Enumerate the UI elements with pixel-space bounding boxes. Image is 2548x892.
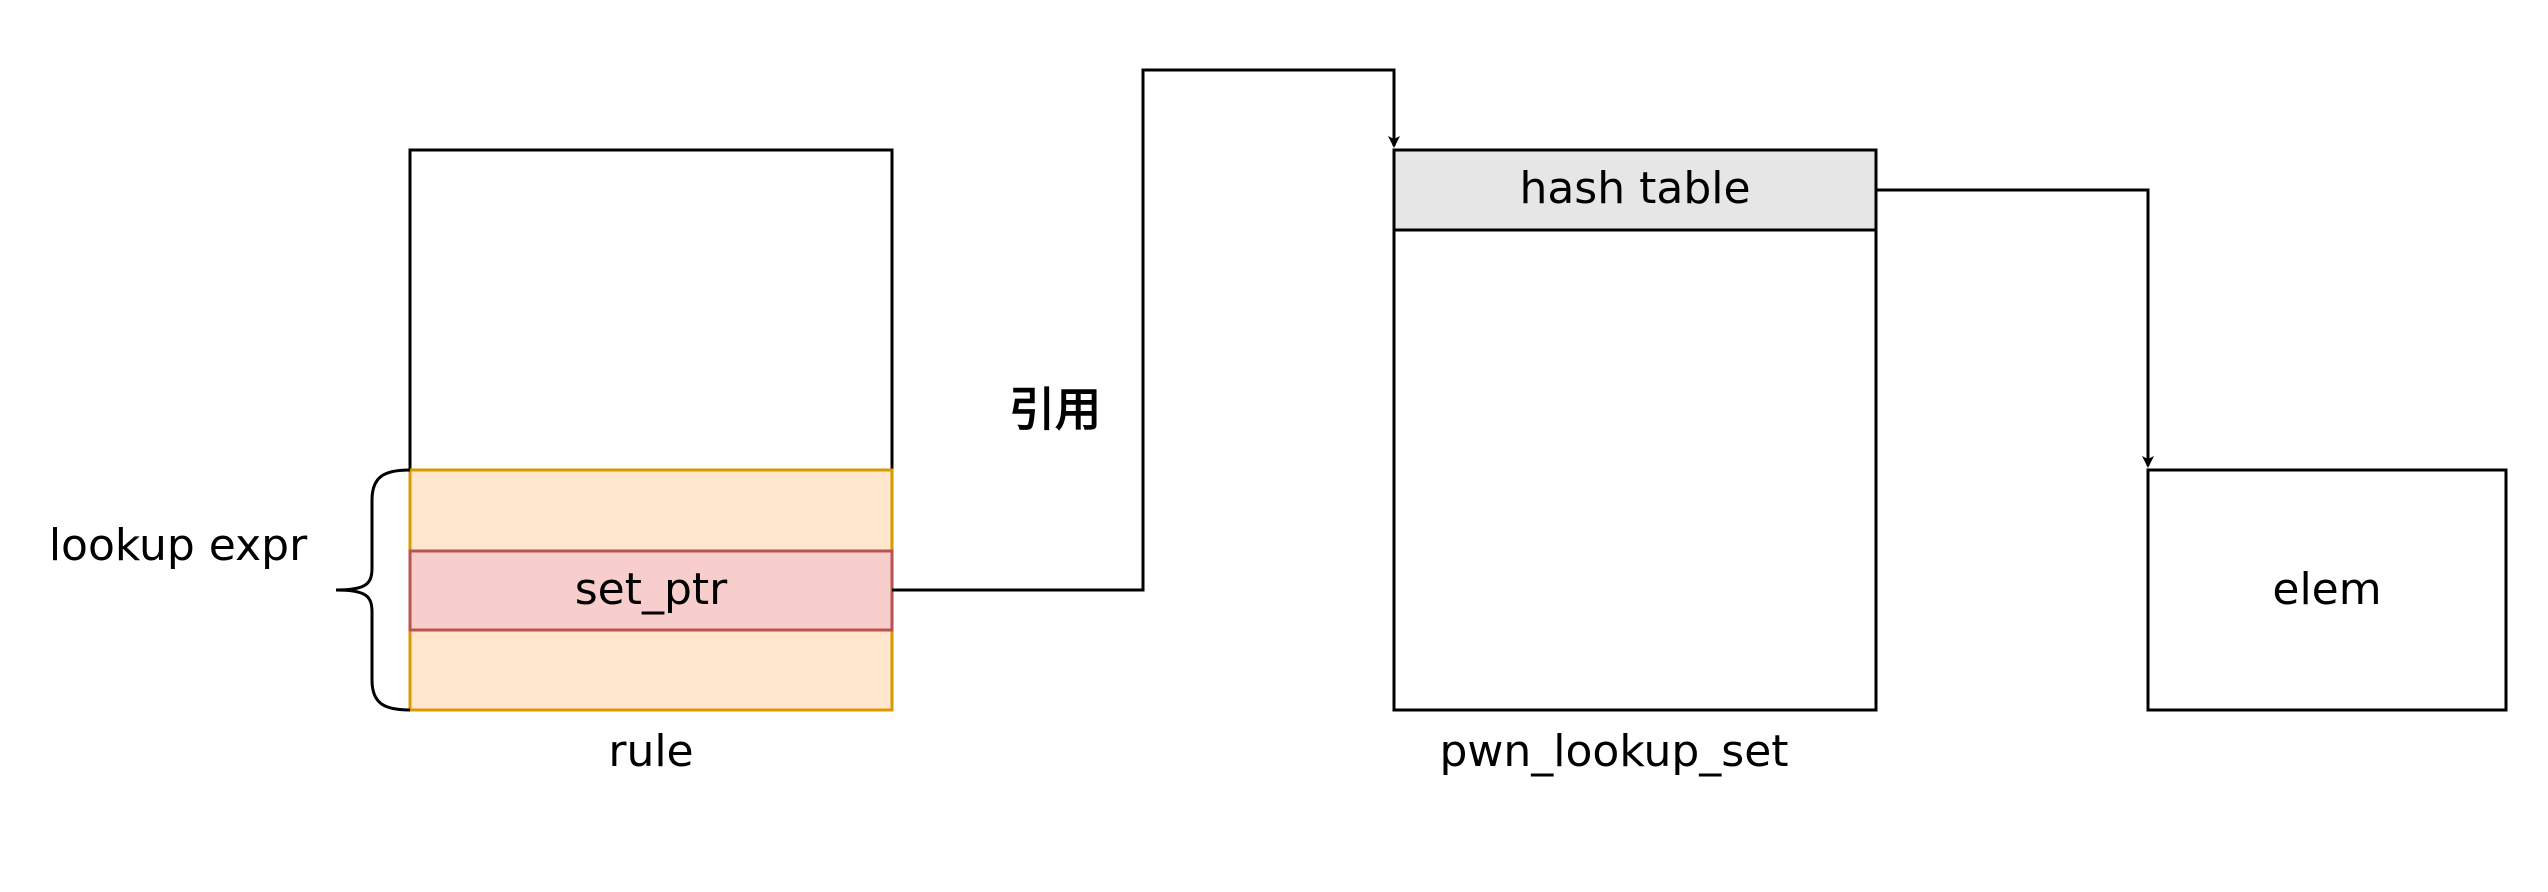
- rule-struct: set_ptr rule: [408, 148, 894, 777]
- rule-caption: rule: [608, 726, 693, 777]
- elem-box: [2146, 468, 2508, 712]
- elem-label: elem: [2272, 564, 2381, 615]
- reference-label: 引用: [1009, 383, 1101, 437]
- reference-connector: [892, 68, 1400, 592]
- set-ptr-field: [408, 549, 894, 632]
- lookup-set-struct: hash table pwn_lookup_set: [1392, 148, 1878, 777]
- elem-struct: elem: [2146, 468, 2508, 712]
- hash-table-label: hash table: [1519, 163, 1750, 214]
- elem-connector: [1876, 188, 2154, 468]
- lookup-set-box: [1392, 148, 1878, 712]
- lookup-set-caption: pwn_lookup_set: [1439, 726, 1788, 777]
- lookup-expr-brace: [335, 468, 411, 712]
- lookup-expr-label: lookup expr: [49, 520, 308, 571]
- set-ptr-label: set_ptr: [575, 564, 728, 615]
